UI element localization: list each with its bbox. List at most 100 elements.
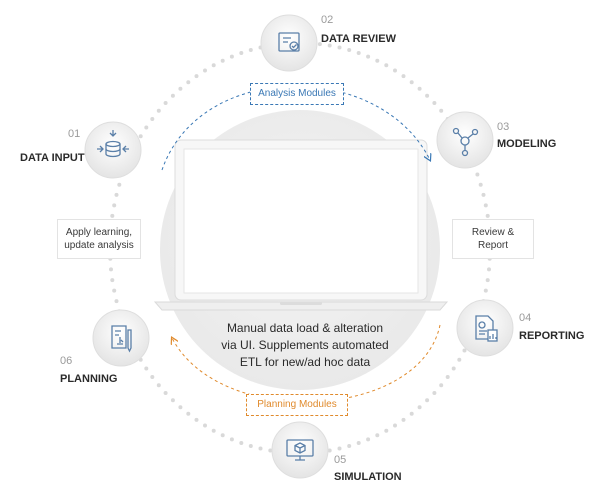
ring-dot <box>170 398 175 403</box>
node-simulation[interactable] <box>271 421 329 479</box>
ring-dot <box>393 423 397 428</box>
center-description: Manual data load & alteration via UI. Su… <box>221 321 389 369</box>
ring-dot <box>110 278 115 283</box>
note-apply-learning: Apply learning, update analysis <box>57 219 141 259</box>
ring-dot <box>203 423 207 428</box>
screen-cube-icon <box>286 439 314 461</box>
ring-dot <box>150 375 155 379</box>
ring-dot <box>439 108 444 113</box>
ring-dot <box>478 182 483 187</box>
ring-dot <box>327 43 332 48</box>
ring-dot <box>178 405 183 410</box>
step-title-simulation: SIMULATION <box>334 471 402 483</box>
ring-dot <box>487 267 491 272</box>
ring-dot <box>356 51 361 55</box>
ring-dot <box>229 437 234 442</box>
ring-dot <box>485 278 490 283</box>
ring-dot <box>186 80 191 85</box>
step-number-05: 05 <box>334 454 347 466</box>
laptop-screen <box>183 148 419 294</box>
ring-dot <box>375 58 380 63</box>
ring-dot <box>178 86 183 91</box>
ring-dot <box>239 441 244 445</box>
ring-dot <box>425 398 430 403</box>
step-title-data-review: DATA REVIEW <box>321 33 396 45</box>
ring-dot <box>347 48 352 52</box>
ring-dot <box>144 366 149 371</box>
ring-dot <box>268 448 273 453</box>
step-number-04: 04 <box>519 312 532 324</box>
ring-dot <box>114 299 119 304</box>
ring-dot <box>445 375 450 379</box>
step-number-02: 02 <box>321 14 334 26</box>
ring-dot <box>327 448 332 453</box>
ring-dot <box>425 93 430 98</box>
ring-dot <box>384 428 389 433</box>
ring-dot <box>347 444 352 448</box>
database-input-icon <box>97 130 129 158</box>
ring-dot <box>432 101 437 105</box>
ring-dot <box>481 192 486 197</box>
ring-dot <box>186 411 191 416</box>
ring-dot <box>203 68 207 73</box>
ring-dot <box>117 182 122 187</box>
step-number-03: 03 <box>497 121 510 133</box>
ring-dot <box>417 86 422 91</box>
ring-dot <box>144 125 149 130</box>
step-title-planning: PLANNING <box>60 373 118 385</box>
node-data-review[interactable] <box>260 14 318 72</box>
ring-dot <box>211 428 216 433</box>
laptop-illustration <box>153 139 449 311</box>
node-reporting[interactable] <box>456 299 514 357</box>
ring-dot <box>451 366 456 371</box>
step-title-reporting: REPORTING <box>519 330 585 342</box>
ring-dot <box>439 383 444 388</box>
ring-dot <box>393 68 397 73</box>
ring-dot <box>170 93 175 98</box>
ring-dot <box>366 437 371 442</box>
ring-dot <box>114 192 119 197</box>
ring-dot <box>317 42 322 47</box>
ring-dot <box>401 74 406 79</box>
ring-dot <box>163 391 168 395</box>
planning-modules-tag: Planning Modules <box>246 394 348 416</box>
ring-dot <box>163 101 168 105</box>
ring-dot <box>417 405 422 410</box>
ring-dot <box>194 417 199 422</box>
ring-dot <box>211 63 216 68</box>
step-title-data-input: DATA INPUT <box>20 152 85 164</box>
ring-dot <box>229 54 234 59</box>
ring-dot <box>384 63 389 68</box>
ring-dot <box>112 288 117 293</box>
ring-dot <box>150 117 155 121</box>
ring-dot <box>239 51 244 55</box>
ring-dot <box>366 54 371 59</box>
ring-dot <box>248 48 253 52</box>
step-number-06: 06 <box>60 355 73 367</box>
ring-dot <box>401 417 406 422</box>
ring-dot <box>475 172 480 177</box>
ring-dot <box>462 348 467 353</box>
planning-arrow <box>172 324 441 403</box>
analysis-modules-tag: Analysis Modules <box>250 83 344 105</box>
network-nodes-icon <box>452 127 479 157</box>
ring-dot <box>194 74 199 79</box>
note-review-report: Review & Report <box>452 219 534 259</box>
ring-dot <box>483 288 488 293</box>
ring-dot <box>109 267 113 272</box>
ring-dot <box>248 444 253 448</box>
ring-dot <box>409 80 414 85</box>
ring-dot <box>220 58 225 63</box>
ring-dot <box>356 441 361 445</box>
node-planning[interactable] <box>92 309 150 367</box>
laptop-base <box>153 301 449 311</box>
ring-dot <box>258 446 263 451</box>
ring-dot <box>156 108 161 113</box>
step-title-modeling: MODELING <box>497 138 557 150</box>
node-data-input[interactable] <box>84 121 142 179</box>
chart-check-icon <box>278 32 300 52</box>
node-modeling[interactable] <box>436 111 494 169</box>
ring-dot <box>409 411 414 416</box>
ring-dot <box>485 213 490 218</box>
